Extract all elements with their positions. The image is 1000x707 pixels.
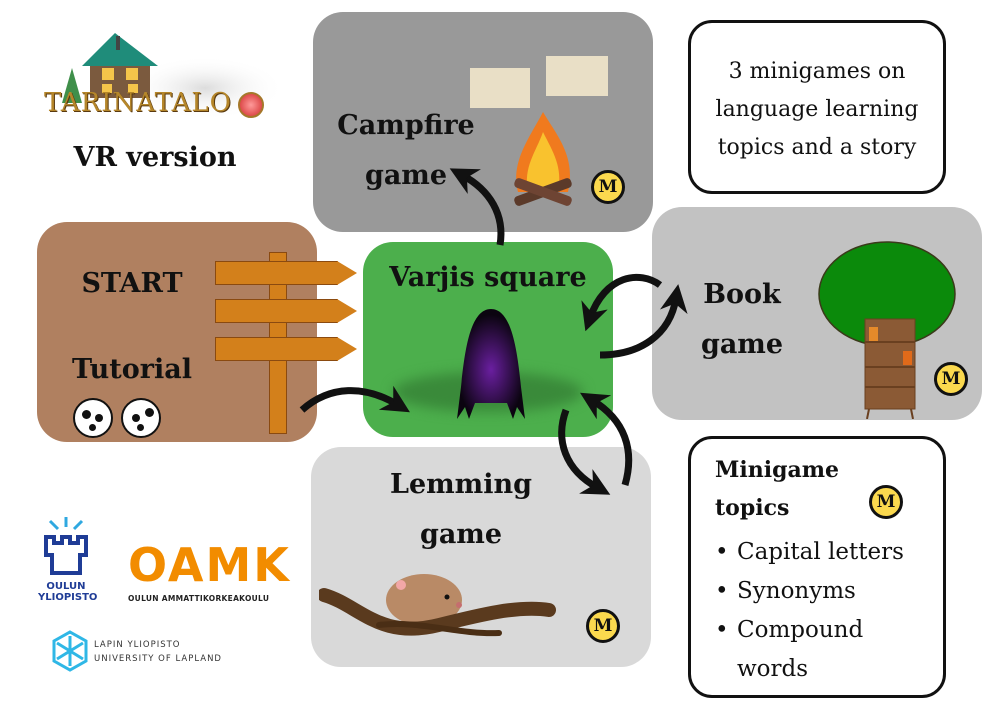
oulu-line-2: YLIOPISTO bbox=[38, 592, 98, 603]
varjis-square-node[interactable]: Varjis square bbox=[363, 242, 613, 437]
shadow-creature-icon bbox=[457, 309, 525, 419]
lemming-on-branch-icon bbox=[319, 574, 556, 637]
paper-card-icon bbox=[470, 68, 530, 108]
house-illustration-icon bbox=[62, 33, 285, 120]
oamk-subtitle: OULUN AMMATTIKORKEAKOULU bbox=[128, 594, 270, 603]
varjis-title: Varjis square bbox=[389, 262, 587, 293]
oulu-university-logo: OULUN YLIOPISTO bbox=[38, 515, 98, 610]
oamk-wordmark: OAMK bbox=[128, 538, 291, 592]
topic-item-continuation: words bbox=[737, 656, 809, 682]
dice-icon bbox=[73, 398, 113, 438]
start-title: START bbox=[81, 268, 183, 299]
logo-wordmark: TARINATALO bbox=[44, 88, 232, 118]
book-title-2: game bbox=[700, 329, 784, 360]
campfire-title-2: game bbox=[364, 160, 448, 191]
campfire-icon bbox=[514, 112, 572, 206]
minigame-topics-box: Minigame topics M Capital letters Synony… bbox=[688, 436, 946, 698]
lemming-game-node[interactable]: Lemming game M bbox=[311, 447, 651, 667]
topics-title-1: Minigame bbox=[715, 457, 839, 483]
snowflake-icon bbox=[52, 630, 88, 672]
lapland-line-2: UNIVERSITY OF LAPLAND bbox=[94, 654, 222, 664]
oulu-line-1: OULUN bbox=[46, 581, 86, 592]
minigame-badge: M bbox=[869, 485, 903, 519]
tarinatalo-logo: TARINATALO bbox=[40, 28, 285, 128]
signpost-icon bbox=[215, 252, 357, 437]
paper-card-icon bbox=[546, 56, 608, 96]
campfire-title-1: Campfire bbox=[337, 110, 475, 141]
dice-icon bbox=[121, 398, 161, 438]
lapland-line-1: LAPIN YLIOPISTO bbox=[94, 640, 181, 650]
lemming-title-1: Lemming bbox=[389, 469, 533, 500]
topics-list: Capital letters Synonyms Compound bbox=[707, 533, 943, 650]
oamk-logo: OAMK OULUN AMMATTIKORKEAKOULU bbox=[128, 538, 291, 610]
topic-item: Compound bbox=[707, 611, 943, 650]
info-line-3: topics and a story bbox=[717, 135, 917, 160]
campfire-game-node[interactable]: Campfire game M bbox=[313, 12, 653, 232]
minigame-badge: M bbox=[586, 609, 620, 643]
topic-item: Synonyms bbox=[707, 572, 943, 611]
topics-title-2: topics bbox=[715, 495, 790, 521]
info-line-2: language learning bbox=[715, 97, 919, 122]
minigame-badge: M bbox=[591, 170, 625, 204]
oulu-castle-icon bbox=[44, 517, 88, 575]
minigame-badge: M bbox=[934, 362, 968, 396]
lapland-university-logo: LAPIN YLIOPISTO UNIVERSITY OF LAPLAND bbox=[50, 630, 250, 672]
topic-item: Capital letters bbox=[707, 533, 943, 572]
tutorial-title: Tutorial bbox=[72, 354, 192, 385]
start-tutorial-node[interactable]: START Tutorial bbox=[37, 222, 357, 442]
tree-bookshelf-icon bbox=[818, 241, 956, 419]
info-box: 3 minigames on language learning topics … bbox=[688, 20, 946, 194]
logo-red-gem bbox=[238, 92, 264, 118]
vr-version-subtitle: VR version bbox=[73, 142, 237, 173]
book-title-1: Book bbox=[703, 279, 781, 310]
info-line-1: 3 minigames on bbox=[728, 59, 906, 84]
lemming-title-2: game bbox=[419, 519, 503, 550]
book-game-node[interactable]: Book game M bbox=[652, 207, 982, 420]
